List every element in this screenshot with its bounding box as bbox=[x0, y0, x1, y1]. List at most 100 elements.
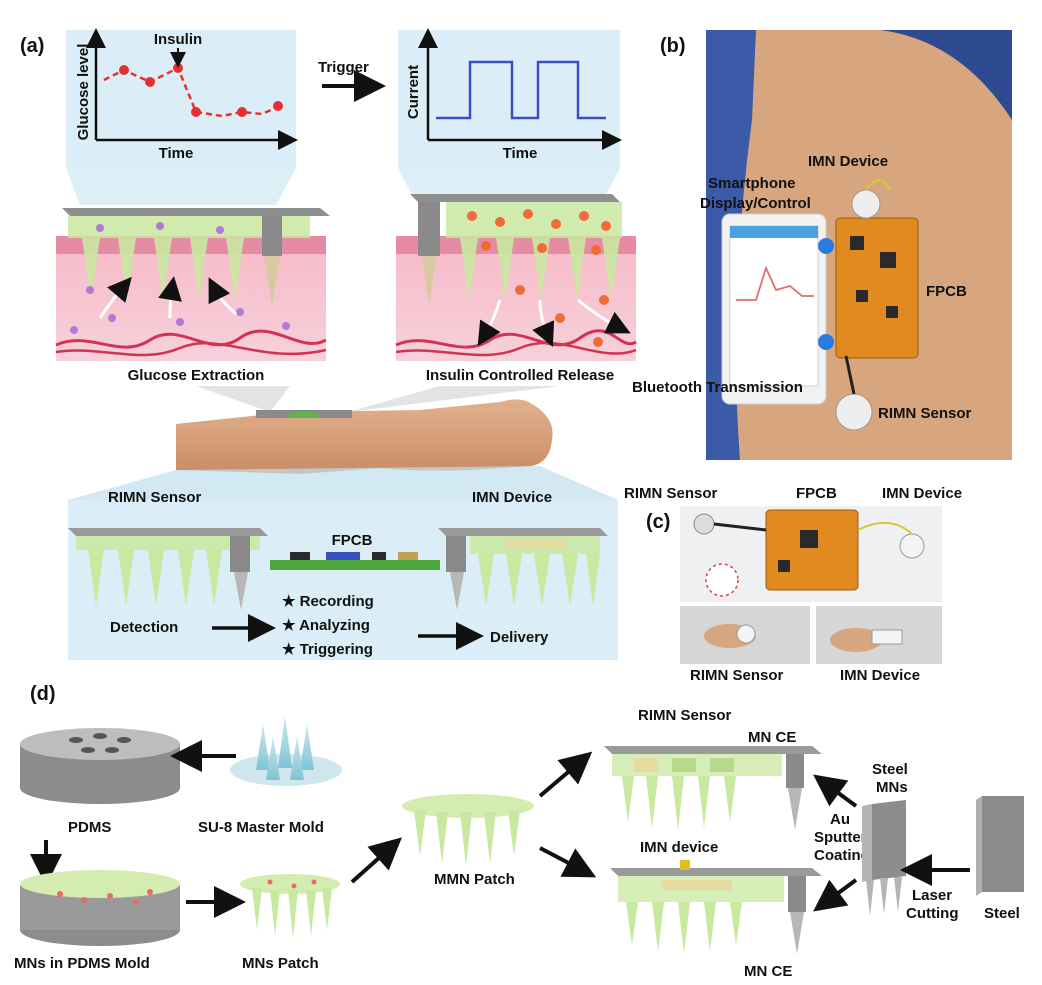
chip bbox=[850, 236, 864, 250]
glucose-curve bbox=[103, 66, 281, 118]
patch-backing bbox=[410, 194, 620, 202]
step-recording: ★ Recording bbox=[282, 593, 374, 610]
mold-fill-top bbox=[20, 870, 180, 898]
master-cone bbox=[290, 736, 304, 780]
steel-edge bbox=[976, 796, 982, 896]
current-xlabel: Time bbox=[503, 145, 538, 162]
c-rimn-sensor-label: RIMN Sensor bbox=[624, 485, 718, 502]
microneedle bbox=[436, 812, 448, 864]
pdms-label: PDMS bbox=[68, 819, 111, 836]
drug-reservoir bbox=[662, 880, 732, 890]
microneedle bbox=[190, 238, 208, 300]
current-ylabel: Current bbox=[405, 65, 422, 119]
arrow-to-mmn bbox=[350, 837, 402, 884]
chip bbox=[856, 290, 868, 302]
mns-patch bbox=[240, 874, 340, 938]
device-post bbox=[788, 876, 806, 912]
electrode-post bbox=[262, 216, 282, 256]
rimn-sensor-photo bbox=[693, 513, 715, 535]
microneedle bbox=[460, 238, 478, 300]
insulin-molecule bbox=[601, 221, 611, 231]
imn-device-assembly bbox=[610, 860, 822, 954]
counter-electrode-needle bbox=[264, 256, 280, 305]
microneedle bbox=[82, 238, 100, 300]
insulin-molecule bbox=[555, 313, 565, 323]
drug-reservoir bbox=[506, 540, 566, 548]
steel-needle bbox=[880, 878, 888, 914]
release-arrow bbox=[477, 299, 502, 347]
insulin-release-illustration bbox=[395, 194, 637, 361]
microneedle bbox=[414, 810, 426, 856]
patch-base bbox=[240, 874, 340, 894]
panel-a-label: (a) bbox=[20, 35, 44, 57]
steel-mns bbox=[862, 800, 906, 916]
chip bbox=[800, 530, 818, 548]
steel-sheet bbox=[976, 796, 1024, 896]
b-imn-device-label: IMN Device bbox=[808, 153, 888, 170]
microneedle bbox=[322, 888, 332, 930]
chip bbox=[326, 552, 360, 560]
rimn-sensor-photo bbox=[736, 624, 756, 644]
rimn-sensor-photo bbox=[835, 393, 873, 431]
master-cone bbox=[278, 716, 292, 768]
mold-hole bbox=[81, 747, 95, 753]
patch-base bbox=[402, 794, 534, 818]
bottom-fpcb-label: FPCB bbox=[332, 532, 373, 549]
c-bottom-right-label: IMN Device bbox=[840, 667, 920, 684]
sensor-backing bbox=[68, 528, 268, 536]
microneedle bbox=[154, 238, 172, 300]
drug-particle bbox=[311, 879, 317, 885]
release-arrow bbox=[532, 299, 555, 347]
wire bbox=[865, 179, 891, 191]
current-plot-bg bbox=[398, 30, 620, 168]
panel-d-label: (d) bbox=[30, 683, 56, 705]
delivery-label: Delivery bbox=[490, 629, 549, 646]
b-fpcb-label: FPCB bbox=[926, 283, 967, 300]
microneedle bbox=[508, 810, 520, 856]
insulin-molecule bbox=[495, 217, 505, 227]
steel-plate bbox=[872, 800, 906, 880]
master-cone bbox=[256, 724, 270, 770]
imn-device-photo bbox=[899, 533, 925, 559]
glucose-extraction-caption: Glucose Extraction bbox=[128, 367, 265, 384]
mold-hole bbox=[93, 733, 107, 739]
insulin-molecule bbox=[537, 243, 547, 253]
mold-top bbox=[20, 728, 180, 760]
step-analyzing: ★ Analyzing bbox=[282, 617, 370, 634]
electrode-pad bbox=[634, 758, 658, 772]
glucose-molecule bbox=[282, 322, 290, 330]
rimn-sensor-assembly bbox=[604, 746, 822, 830]
glucose-molecule bbox=[216, 226, 224, 234]
glucose-xlabel: Time bbox=[159, 145, 194, 162]
insulin-label: Insulin bbox=[154, 31, 202, 48]
microneedle bbox=[270, 890, 280, 936]
drug-particle bbox=[147, 889, 153, 895]
glucose-point bbox=[273, 101, 283, 111]
steel-label: Steel bbox=[984, 905, 1020, 922]
b-bluetooth-label: Bluetooth Transmission bbox=[632, 379, 803, 396]
panel-c-label: (c) bbox=[646, 511, 670, 533]
finger bbox=[830, 628, 882, 652]
release-arrow bbox=[577, 298, 631, 334]
pdms-mold bbox=[20, 728, 180, 804]
glucose-projection bbox=[66, 168, 296, 205]
laser-label: Laser bbox=[912, 887, 952, 904]
microneedle bbox=[672, 776, 684, 830]
mold-hole bbox=[117, 737, 131, 743]
capillary bbox=[395, 341, 637, 357]
chip bbox=[398, 552, 418, 560]
glucose-point bbox=[191, 107, 201, 117]
extraction-arrow bbox=[98, 276, 132, 319]
mold-hole bbox=[105, 747, 119, 753]
wire bbox=[844, 355, 856, 395]
zoom-right bbox=[348, 386, 560, 412]
mns-pdms-label: MNs in PDMS Mold bbox=[14, 955, 150, 972]
device-backing bbox=[438, 528, 608, 536]
drug-particle bbox=[107, 893, 113, 899]
insulin-molecule bbox=[579, 211, 589, 221]
capillary bbox=[55, 329, 327, 349]
phone-screen bbox=[729, 225, 819, 387]
microneedle bbox=[226, 238, 244, 300]
b-rimn-sensor-label: RIMN Sensor bbox=[878, 405, 972, 422]
